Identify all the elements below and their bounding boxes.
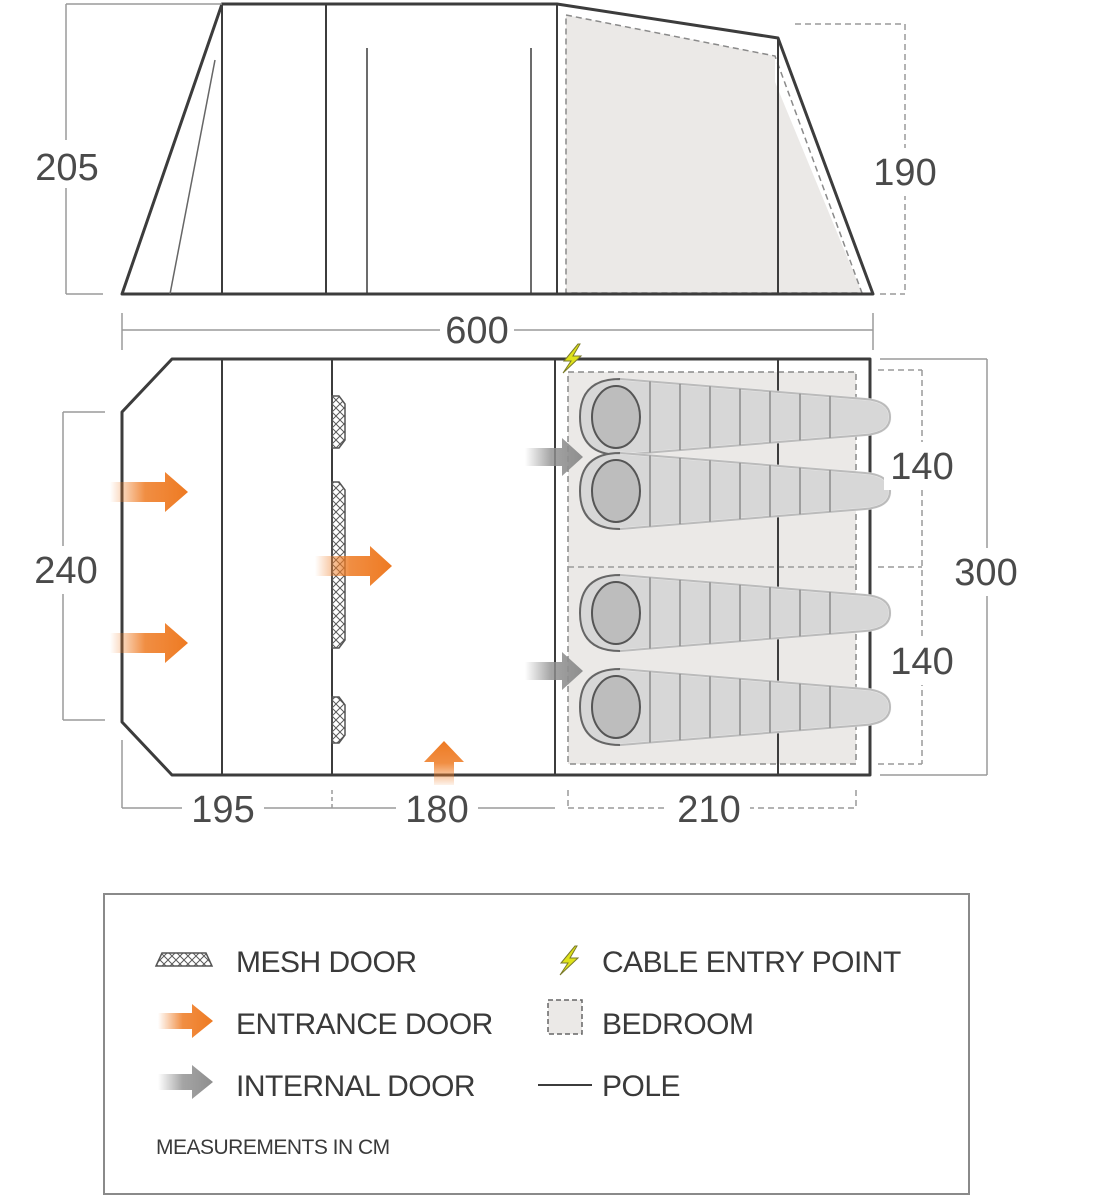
bedroom-side-area (566, 15, 862, 293)
entrance-door-arrow (110, 472, 188, 512)
bedroom-width-label-top: 140 (890, 446, 953, 488)
internal-door-arrow (525, 652, 583, 690)
legend-entrance-door-label: ENTRANCE DOOR (236, 1008, 493, 1041)
bedroom-width-label-bottom: 140 (890, 641, 953, 683)
front-width-label: 240 (34, 550, 97, 592)
mesh-door (331, 395, 346, 449)
height-label-left: 205 (35, 147, 98, 189)
porch-length-label: 195 (191, 789, 254, 831)
mesh-door-icon (154, 952, 214, 967)
legend-cable-entry-label: CABLE ENTRY POINT (602, 946, 901, 979)
internal-door-arrow (525, 438, 583, 476)
total-width-label: 300 (954, 552, 1017, 594)
legend-mesh-door-label: MESH DOOR (236, 946, 417, 979)
orange-arrow-icon (158, 1004, 213, 1038)
entrance-door-arrow-up (424, 741, 464, 785)
tent-side-outline (120, 2, 875, 296)
side-door-line (169, 59, 216, 295)
living-length-label: 180 (405, 789, 468, 831)
units-note: MEASUREMENTS IN CM (156, 1136, 390, 1159)
bedroom-length-label: 210 (677, 789, 740, 831)
height-label-right: 190 (873, 152, 936, 194)
dashed-square-icon (547, 999, 583, 1035)
lightning-bolt-icon (559, 945, 580, 976)
legend-internal-door-label: INTERNAL DOOR (236, 1070, 475, 1103)
floor-plan (110, 343, 892, 785)
bedroom-width-dimensions (878, 369, 923, 765)
side-elevation (120, 2, 875, 296)
legend-box: MESH DOOR ENTRANCE DOOR INTERNAL DOOR CA… (103, 893, 970, 1195)
legend-pole-label: POLE (602, 1070, 680, 1103)
cable-entry-bolt-icon (562, 343, 583, 374)
entrance-door-arrow (110, 623, 188, 663)
entrance-door-arrow (315, 546, 392, 586)
legend-bedroom-label: BEDROOM (602, 1008, 754, 1041)
grey-arrow-icon (158, 1065, 213, 1099)
tent-floor-outline (120, 357, 872, 777)
length-label: 600 (445, 310, 508, 352)
mesh-door (331, 696, 346, 744)
